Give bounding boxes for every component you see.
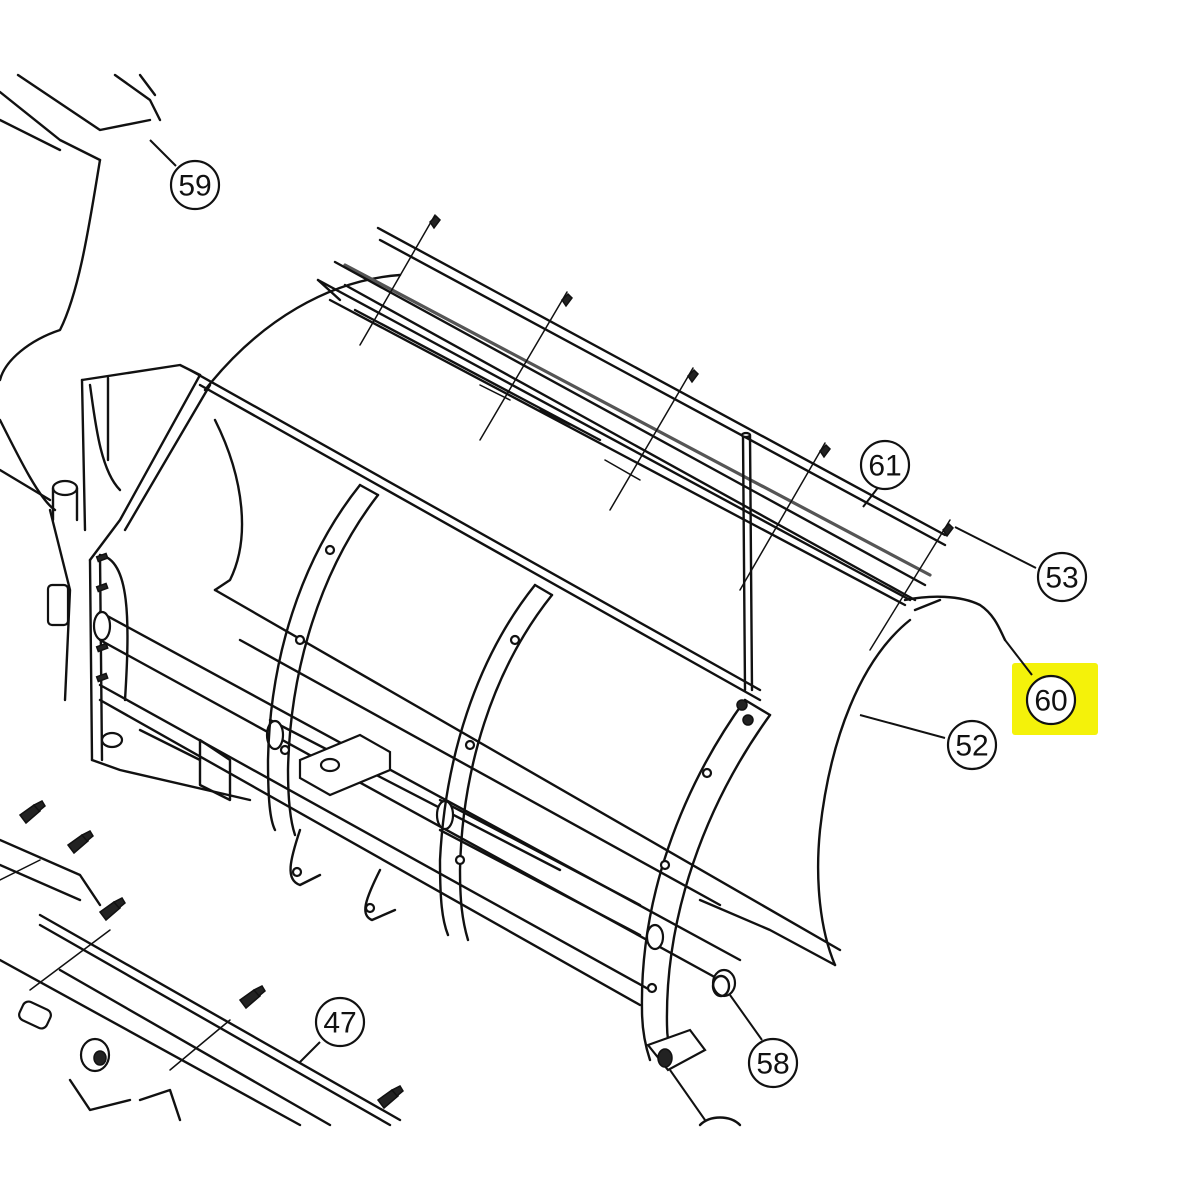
curved-ribs — [266, 483, 772, 1072]
top-edge-strips — [316, 226, 947, 602]
callout-61: 61 — [859, 439, 911, 491]
moldboard-blade — [188, 273, 1007, 967]
callout-label: 59 — [178, 170, 211, 203]
bolt-icon — [376, 1085, 404, 1110]
callout-59: 59 — [169, 159, 221, 211]
bolt-icon — [739, 442, 831, 591]
left-end-frame — [46, 363, 252, 802]
callout-circle — [946, 719, 998, 771]
bolt-icon — [98, 897, 126, 922]
upper-left-blade-fragment — [0, 73, 162, 512]
callout-circle — [747, 1037, 799, 1089]
callout-label: 52 — [955, 730, 988, 763]
callout-label: 47 — [323, 1007, 356, 1040]
leader-lines — [149, 139, 1037, 1127]
callout-circle — [1025, 674, 1077, 726]
plug-cap — [711, 968, 737, 998]
horizontal-tubes — [92, 610, 742, 1007]
callout-60: 60 — [1025, 674, 1077, 726]
carriage-bolts-top — [359, 214, 954, 651]
callout-47: 47 — [314, 996, 366, 1048]
cutting-edge-assembly — [0, 838, 402, 1127]
bolt-icon — [238, 985, 266, 1010]
callout-circle — [314, 996, 366, 1048]
bolt-icon — [479, 291, 573, 441]
center-mount-bracket — [138, 728, 397, 922]
bolt-icon — [359, 214, 441, 346]
bolt-icon — [66, 830, 94, 855]
bolt-icon — [869, 519, 954, 651]
bolt-icon — [18, 800, 46, 825]
callout-58: 58 — [747, 1037, 799, 1089]
callouts: 59 61 53 60 52 47 58 — [169, 159, 1088, 1089]
callout-circle — [169, 159, 221, 211]
vertical-rod — [736, 431, 754, 726]
carriage-bolts-lower — [18, 800, 404, 1110]
callout-circle — [1036, 551, 1088, 603]
callout-label: 60 — [1034, 685, 1067, 718]
bolt-icon — [609, 367, 699, 511]
callout-52: 52 — [946, 719, 998, 771]
callout-label: 53 — [1045, 562, 1078, 595]
callout-label: 58 — [756, 1048, 789, 1081]
callout-53: 53 — [1036, 551, 1088, 603]
callout-label: 61 — [868, 450, 901, 483]
callout-circle — [859, 439, 911, 491]
